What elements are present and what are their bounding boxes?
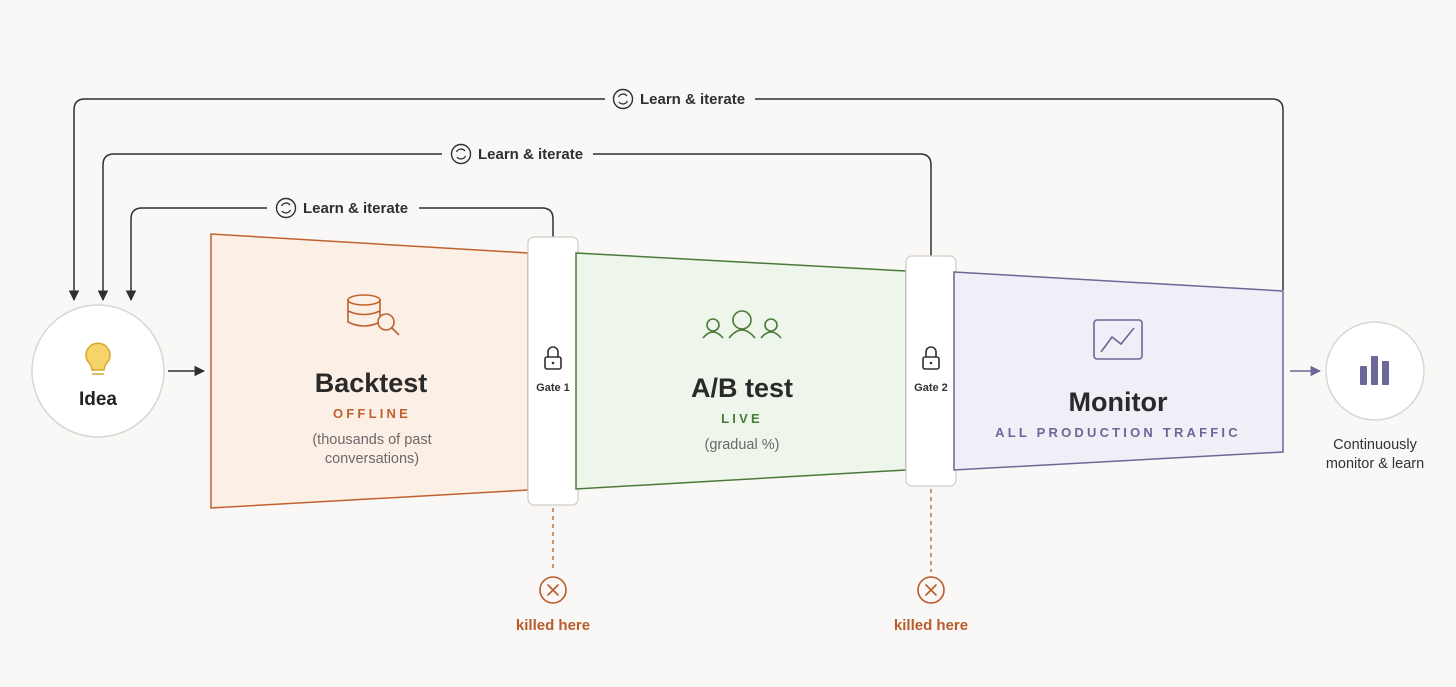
killed-label: killed here <box>894 617 968 634</box>
loop-middle: Learn & iterate <box>103 143 932 301</box>
refresh-icon <box>450 143 472 165</box>
stage-backtest: Backtest OFFLINE (thousands of past conv… <box>210 233 529 509</box>
line-chart-icon <box>1093 319 1143 360</box>
gate-label: Gate 2 <box>914 382 948 394</box>
loop-outer: Learn & iterate <box>74 88 1284 301</box>
stage-subtitle: LIVE <box>721 411 763 426</box>
gate-2: Gate 2 killed here <box>894 255 968 634</box>
stage-description: (gradual %) <box>705 437 780 453</box>
bar-chart-icon <box>1360 356 1389 385</box>
close-icon <box>539 576 567 604</box>
killed-label: killed here <box>516 617 590 634</box>
loop-label: Learn & iterate <box>303 200 408 217</box>
stage-description: (thousands of past <box>312 432 431 448</box>
outcome-label: monitor & learn <box>1326 456 1424 472</box>
refresh-icon <box>612 88 634 110</box>
idea-node: Idea <box>31 304 165 438</box>
database-search-icon <box>347 294 400 336</box>
stage-title: Monitor <box>1069 387 1168 417</box>
refresh-icon <box>275 197 297 219</box>
loop-label: Learn & iterate <box>478 146 583 163</box>
stage-title: A/B test <box>691 373 793 403</box>
lightbulb-icon <box>85 342 111 375</box>
loop-inner: Learn & iterate <box>131 197 554 301</box>
lock-icon <box>922 346 940 370</box>
outcome-label: Continuously <box>1333 437 1418 453</box>
users-icon <box>702 310 782 339</box>
stage-subtitle: ALL PRODUCTION TRAFFIC <box>995 425 1241 440</box>
close-icon <box>917 576 945 604</box>
loop-label: Learn & iterate <box>640 91 745 108</box>
stage-abtest: A/B test LIVE (gradual %) <box>575 252 907 490</box>
lock-icon <box>544 346 562 370</box>
stage-description: conversations) <box>325 451 419 467</box>
outcome-node: Continuously monitor & learn <box>1325 321 1425 472</box>
stage-monitor: Monitor ALL PRODUCTION TRAFFIC <box>953 271 1284 471</box>
idea-label: Idea <box>79 389 117 410</box>
gate-label: Gate 1 <box>536 382 570 394</box>
stage-title: Backtest <box>315 368 428 398</box>
stage-subtitle: OFFLINE <box>333 406 411 421</box>
